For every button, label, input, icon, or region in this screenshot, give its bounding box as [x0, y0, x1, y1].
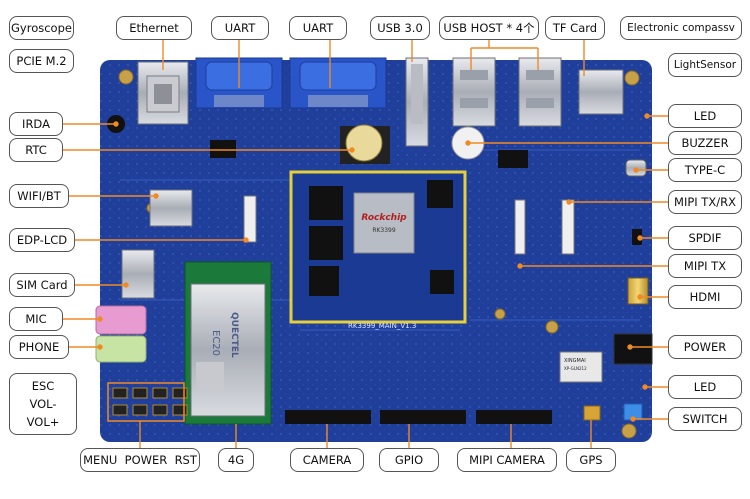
led-top-label: LED — [668, 104, 742, 128]
soc-brand: Rockchip — [361, 213, 407, 223]
irda-label: IRDA — [9, 112, 63, 136]
phone-jack — [95, 335, 147, 363]
usb3-port — [405, 57, 429, 147]
usb-host-port-1 — [452, 57, 496, 127]
buzzer-label: BUZZER — [668, 131, 742, 155]
compass-label: Electronic compassv — [620, 16, 742, 40]
light-sensor-label: LightSensor — [668, 53, 742, 77]
gpio-label: GPIO — [379, 448, 439, 472]
esc-key-label: ESC — [31, 379, 55, 393]
gps-module: XINGMAI XP-GLN212 — [559, 351, 603, 421]
sim-card-slot — [121, 249, 155, 299]
mic-jack — [95, 305, 147, 335]
ic-chip — [498, 150, 528, 168]
sim-card-label: SIM Card — [9, 273, 75, 297]
phone-label: PHONE — [9, 335, 69, 359]
led-bottom-label: LED — [668, 375, 742, 399]
module-model: EC20 — [210, 330, 221, 356]
key-buttons — [112, 387, 188, 416]
keys-label: ESC VOL- VOL+ — [9, 373, 77, 435]
power-label: POWER — [668, 335, 742, 359]
hdmi-port — [627, 277, 649, 305]
edp-lcd-label: EDP-LCD — [9, 228, 75, 252]
hdmi-label: HDMI — [668, 285, 742, 309]
gps-label: GPS — [566, 448, 616, 472]
mic-label: MIC — [9, 307, 63, 331]
ethernet-label: Ethernet — [116, 16, 192, 40]
gps-model: XP-GLN212 — [564, 366, 587, 371]
som-module: Rockchip RK3399 — [289, 170, 467, 324]
wifi-bt-label: WIFI/BT — [9, 184, 69, 208]
menu-power-rst-label: MENU POWER RST — [80, 448, 200, 472]
mipi-tx-label: MIPI TX — [668, 254, 742, 278]
vol-up-key-label: VOL+ — [26, 415, 60, 429]
ic-chip — [210, 140, 236, 158]
spdif-label: SPDIF — [668, 226, 742, 250]
usb-host-port-2 — [518, 57, 562, 127]
gpio-header — [380, 410, 466, 424]
mipi-tx-rx-label: MIPI TX/RX — [668, 190, 742, 214]
uart-label-1: UART — [211, 16, 269, 40]
edp-connector — [243, 195, 257, 243]
gps-brand: XINGMAI — [564, 358, 586, 364]
callout-lines — [63, 39, 668, 448]
camera-header — [285, 410, 371, 424]
4g-module: EC20 QUECTEL — [184, 261, 272, 425]
board-name: RK3399_MAIN_V1.3 — [348, 322, 416, 330]
gyroscope-label: Gyroscope — [9, 16, 74, 40]
spdif-connector — [632, 229, 642, 245]
tf-card-label: TF Card — [545, 16, 605, 40]
usb3-label: USB 3.0 — [370, 16, 430, 40]
rtc-battery — [340, 124, 390, 164]
mipi-camera-label: MIPI CAMERA — [457, 448, 557, 472]
ethernet-port — [137, 61, 189, 125]
pcie-label: PCIE M.2 — [9, 49, 74, 73]
vol-down-key-label: VOL- — [29, 397, 57, 411]
switch-label: SWITCH — [668, 407, 742, 431]
camera-label: CAMERA — [290, 448, 364, 472]
4g-label: 4G — [218, 448, 254, 472]
uart-connector-2 — [289, 57, 387, 109]
keys-highlight — [107, 382, 185, 422]
uart-label-2: UART — [289, 16, 347, 40]
tf-card-slot — [578, 69, 624, 115]
power-jack — [613, 333, 653, 365]
rtc-label: RTC — [9, 138, 63, 162]
type-c-label: TYPE-C — [668, 158, 742, 182]
module-brand: QUECTEL — [229, 312, 239, 358]
soc-model: RK3399 — [372, 227, 396, 234]
usb-host-label: USB HOST * 4个 — [439, 16, 539, 40]
mipi-camera-header — [476, 410, 552, 424]
